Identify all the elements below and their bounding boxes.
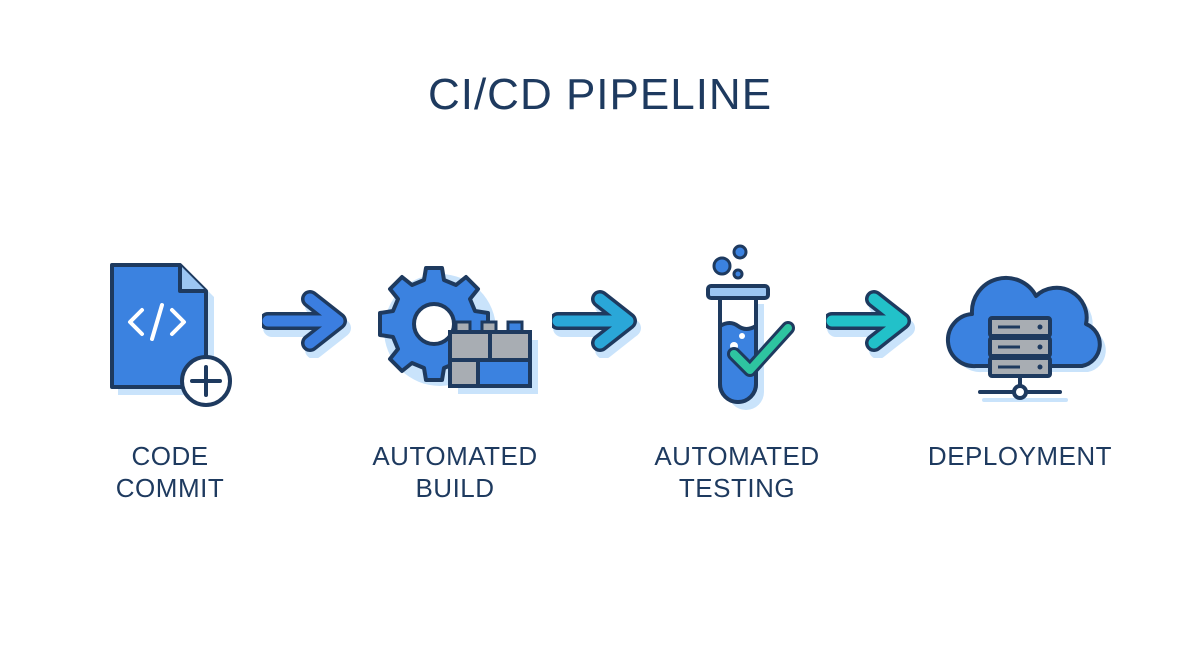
arrow-right-icon xyxy=(552,290,641,358)
stage-label-automated-build: AUTOMATED BUILD xyxy=(372,441,538,503)
page-title: CI/CD PIPELINE xyxy=(427,70,773,119)
stage-label-automated-testing: AUTOMATED TESTING xyxy=(654,441,820,503)
cloud-server-icon xyxy=(946,275,1106,402)
test-tube-check-icon xyxy=(706,244,795,410)
stage-label-deployment: DEPLOYMENT xyxy=(927,441,1113,471)
gear-blocks-icon xyxy=(378,266,538,394)
arrow-right-icon xyxy=(826,290,915,358)
arrow-right-icon xyxy=(262,290,351,358)
code-file-plus-icon xyxy=(110,263,232,407)
stage-label-code-commit: CODE COMMIT xyxy=(115,441,225,503)
